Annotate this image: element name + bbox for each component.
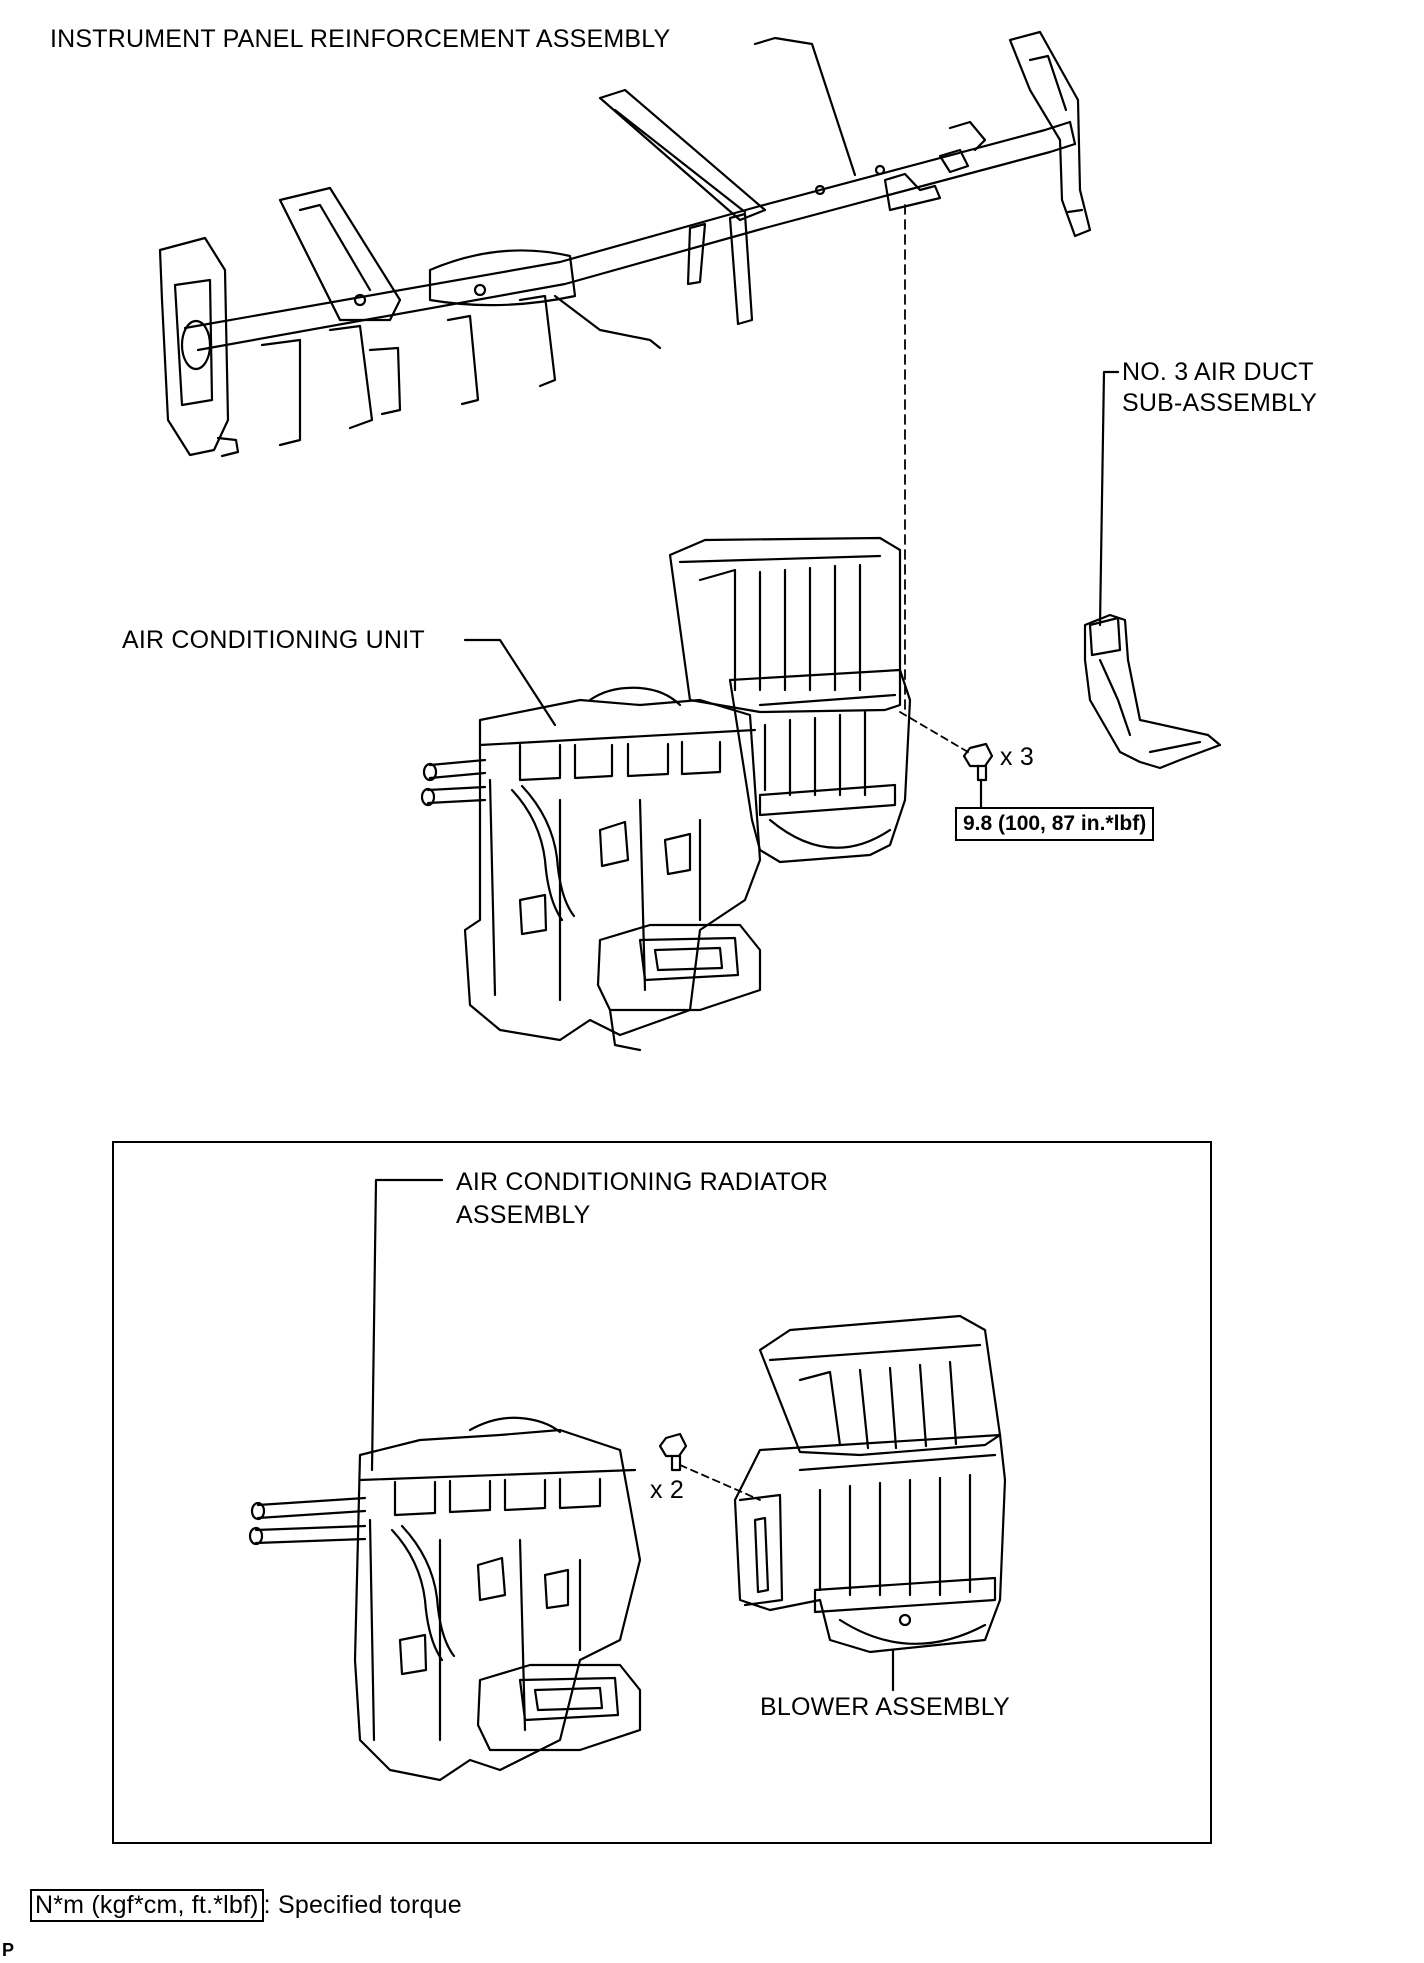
inset-frame: [112, 1141, 1212, 1844]
no3-air-duct-label-line2: SUB-ASSEMBLY: [1122, 389, 1318, 417]
ac-unit-main-drawing: [420, 536, 912, 1052]
no3-air-duct-label-line1: NO. 3 AIR DUCT: [1122, 358, 1314, 386]
torque-legend: N*m (kgf*cm, ft.*lbf): Specified torque: [30, 1889, 462, 1922]
no3-air-duct-drawing: [1083, 613, 1222, 770]
radiator-assembly-drawing: [248, 1416, 642, 1782]
instrument-panel-reinforcement-drawing: [158, 30, 1092, 458]
torque-legend-text: : Specified torque: [263, 1891, 462, 1919]
radiator-label-line2: ASSEMBLY: [456, 1201, 591, 1229]
page-code: P: [2, 1940, 15, 1960]
bolt-inset-qty: x 2: [650, 1476, 684, 1504]
torque-spec-box: 9.8 (100, 87 in.*lbf): [955, 807, 1155, 841]
bolt-main-drawing: [899, 711, 994, 782]
bolt-main-qty: x 3: [1000, 743, 1034, 771]
bolt-inset-drawing: [658, 1432, 761, 1501]
ac-unit-label: AIR CONDITIONING UNIT: [122, 626, 425, 654]
radiator-label-line1: AIR CONDITIONING RADIATOR: [456, 1168, 829, 1196]
torque-legend-unit-box: N*m (kgf*cm, ft.*lbf): [30, 1889, 264, 1922]
blower-assembly-drawing: [733, 1314, 1007, 1654]
ip-reinforcement-label: INSTRUMENT PANEL REINFORCEMENT ASSEMBLY: [50, 25, 671, 53]
blower-label: BLOWER ASSEMBLY: [760, 1693, 1010, 1721]
